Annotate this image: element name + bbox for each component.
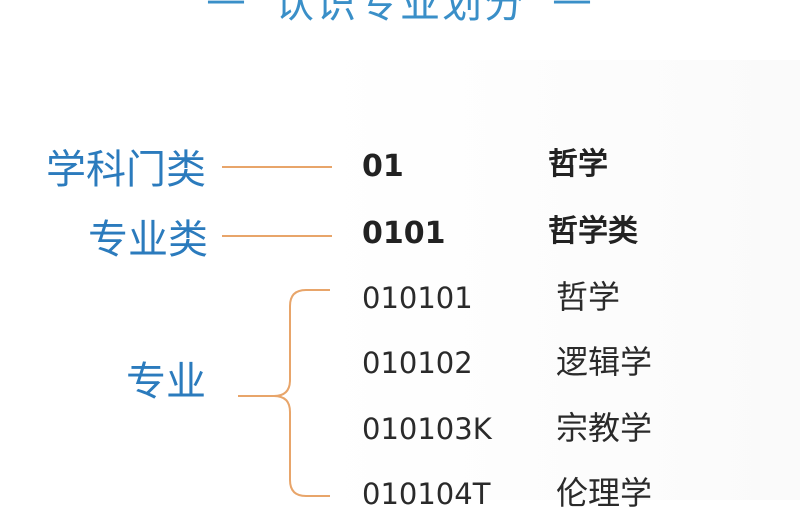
row-name-5: 宗教学 [556, 409, 653, 447]
row-name-2: 哲学类 [548, 214, 638, 249]
connector-lines [222, 166, 332, 497]
page-title: — 认识专业划分 — [0, 0, 800, 30]
row-code-3: 010101 [362, 281, 473, 315]
row-name-3: 哲学 [556, 278, 621, 316]
title-text: 认识专业划分 [274, 0, 526, 27]
background-panel [320, 60, 800, 500]
row-code-1: 01 [362, 149, 404, 184]
row-name-6: 伦理学 [556, 474, 653, 512]
row-code-5: 010103K [362, 412, 492, 446]
row-name-4: 逻辑学 [556, 343, 653, 381]
label-class: 专业类 [88, 217, 208, 263]
row-code-2: 0101 [362, 216, 446, 251]
row-name-1: 哲学 [548, 147, 608, 182]
title-dash-left: — [206, 0, 248, 23]
row-code-6: 010104T [362, 477, 491, 511]
row-code-4: 010102 [362, 346, 473, 380]
label-major: 专业 [126, 359, 206, 405]
major-bracket [238, 289, 330, 497]
title-dash-right: — [552, 0, 594, 23]
major-bracket-tip [273, 395, 291, 413]
label-category: 学科门类 [46, 147, 206, 193]
